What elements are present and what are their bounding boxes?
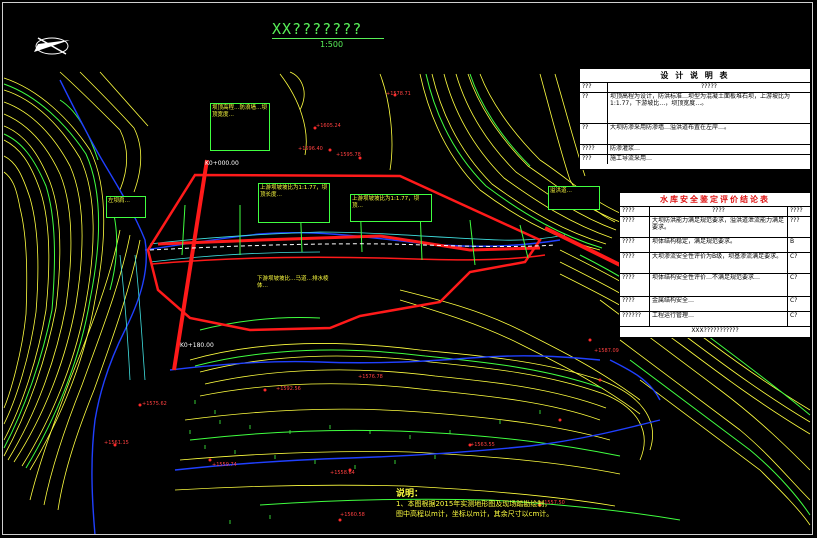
design-row-text: 坝顶高程为设计，防洪标准…坝型为混凝土面板堆石坝，上游坡比为1:1.77，下游坡… — [610, 93, 791, 107]
table-row: ?? 大坝防渗采用防渗墙…溢洪道布置在左岸…。 — [580, 124, 810, 146]
safety-header-text: ???? — [650, 207, 788, 217]
elevation-label: +1557.50 — [540, 500, 565, 506]
callout-box: 溢洪道… — [548, 186, 600, 210]
elevation-label: +1592.56 — [276, 386, 301, 392]
safety-row-grade: C? — [790, 312, 798, 320]
spillway-axis — [172, 159, 209, 371]
contours-valley — [174, 71, 681, 521]
callout-box: 左坝肩… — [106, 196, 146, 218]
elevation-label: +1575.62 — [142, 401, 167, 407]
dam-axis — [157, 234, 541, 252]
elevation-label: +1595.78 — [336, 152, 361, 158]
safety-row-text: 大坝渗流安全性评价为B级，坝基渗流满足要求。 — [650, 253, 788, 274]
note-text: 1、本图根据2015年实测地形图及现场踏勘绘制，图中高程以m计，坐标以m计，其余… — [396, 500, 554, 518]
elevation-label: +1558.64 — [330, 470, 355, 476]
vegetation-ticks — [189, 400, 541, 524]
safety-row-id: ???? — [620, 238, 650, 253]
design-table-header-id: ??? — [580, 83, 608, 93]
design-table-header-row: ??? ????? — [580, 83, 810, 94]
callout-box: 下游坝坡坡比…马道…排水棱体… — [256, 275, 330, 317]
elevation-label: +1605.24 — [316, 123, 341, 129]
rivers — [59, 79, 661, 536]
reservoir-waterline — [119, 231, 566, 381]
safety-row-id: ???? — [620, 217, 650, 238]
design-row-id: ??? — [580, 154, 608, 164]
design-row-text: 施工导流采用… — [610, 154, 653, 162]
drawing-scale: 1:500 — [320, 40, 344, 49]
elevation-label: +1560.58 — [340, 512, 365, 518]
design-row-text: 防渗灌浆… — [610, 145, 641, 153]
design-row-text: 大坝防渗采用防渗墙…溢洪道布置在左岸…。 — [610, 124, 731, 132]
elevation-label: +1563.55 — [470, 442, 495, 448]
safety-table: 水库安全鉴定评价结论表 ???? ???? ???? ???? 大坝防洪能力满足… — [619, 192, 811, 338]
safety-row-text: 金属结构安全… — [650, 297, 788, 312]
contours-left-green — [3, 83, 118, 469]
dam-upstream-boundary — [146, 173, 542, 332]
safety-footer-text: XXX??????????? — [691, 327, 739, 335]
table-row: ???? 金属结构安全… C? — [620, 297, 810, 313]
elevation-label: +1596.40 — [298, 146, 323, 152]
design-row-id: ?? — [580, 93, 608, 124]
safety-row-text: 大坝防洪能力满足规范要求，溢洪道泄流能力满足要求。 — [650, 217, 788, 238]
table-row: ??? 施工导流采用… — [580, 154, 810, 164]
safety-row-text: 工程运行管理… — [650, 312, 788, 327]
safety-row-id: ?????? — [620, 312, 650, 327]
table-row: ???? 坝体结构安全性评价…不满足规范要求… C? — [620, 274, 810, 298]
design-table: 设 计 说 明 表 ??? ????? ?? 坝顶高程为设计，防洪标准…坝型为混… — [579, 68, 811, 170]
safety-row-grade: C? — [790, 297, 798, 305]
design-row-id: ???? — [580, 145, 608, 154]
elevation-label: +1578.71 — [386, 91, 411, 97]
drawing-title: XX??????? — [272, 20, 363, 38]
callout-box: 上游坝坡坡比为1:1.77，坝顶长度… — [258, 183, 330, 223]
dam-downstream-line — [151, 254, 546, 265]
safety-row-text: 坝体结构稳定，满足规范要求。 — [650, 238, 788, 253]
title-underline — [272, 38, 384, 39]
safety-row-id: ???? — [620, 274, 650, 297]
callout-box: 坝顶高程…防浪墙…坝顶宽度… — [210, 103, 270, 151]
design-table-heading: 设 计 说 明 表 — [580, 69, 810, 84]
safety-row-grade: C? — [790, 274, 798, 282]
safety-header-id: ???? — [620, 207, 650, 217]
station-label: K0+000.00 — [205, 160, 239, 167]
safety-row-grade: C? — [790, 253, 798, 261]
safety-row-id: ???? — [620, 297, 650, 312]
station-label: K0+180.00 — [180, 342, 214, 349]
contours-left-yellow — [3, 71, 149, 511]
safety-table-header-row: ???? ???? ???? — [620, 207, 810, 218]
table-row: ?? 坝顶高程为设计，防洪标准…坝型为混凝土面板堆石坝，上游坡比为1:1.77，… — [580, 93, 810, 125]
elevation-label: +1576.78 — [358, 374, 383, 380]
table-row: ???? 坝体结构稳定，满足规范要求。 B — [620, 238, 810, 254]
elevation-label: +1561.15 — [104, 440, 129, 446]
safety-row-grade: B — [790, 238, 795, 246]
safety-row-id: ???? — [620, 253, 650, 274]
elevation-label: +1559.74 — [212, 462, 237, 468]
callout-box: 上游坝坡坡比为1:1.77，坝顶… — [350, 194, 432, 222]
table-row: ???? 大坝渗流安全性评价为B级，坝基渗流满足要求。 C? — [620, 253, 810, 275]
north-arrow-icon — [34, 37, 70, 55]
table-row: ???? 大坝防洪能力满足规范要求，溢洪道泄流能力满足要求。 ??? — [620, 217, 810, 239]
note-title: 说明： — [396, 489, 424, 499]
elevation-label: +1587.09 — [594, 348, 619, 354]
dam-outline — [146, 159, 641, 371]
table-row: ???? 防渗灌浆… — [580, 145, 810, 155]
dam-centerline — [149, 243, 556, 251]
safety-header-grade: ???? — [790, 207, 803, 215]
safety-table-heading: 水库安全鉴定评价结论表 — [620, 193, 810, 208]
safety-row-grade: ??? — [790, 217, 800, 225]
design-row-id: ?? — [580, 124, 608, 145]
design-table-header-text: ????? — [701, 83, 717, 91]
safety-table-footer: XXX??????????? — [620, 327, 810, 336]
elevation-markers — [113, 93, 602, 522]
safety-row-text: 坝体结构安全性评价…不满足规范要求… — [650, 274, 788, 297]
table-row: ?????? 工程运行管理… C? — [620, 312, 810, 328]
drawing-note: 说明： 1、本图根据2015年实测地形图及现场踏勘绘制，图中高程以m计，坐标以m… — [396, 488, 556, 519]
